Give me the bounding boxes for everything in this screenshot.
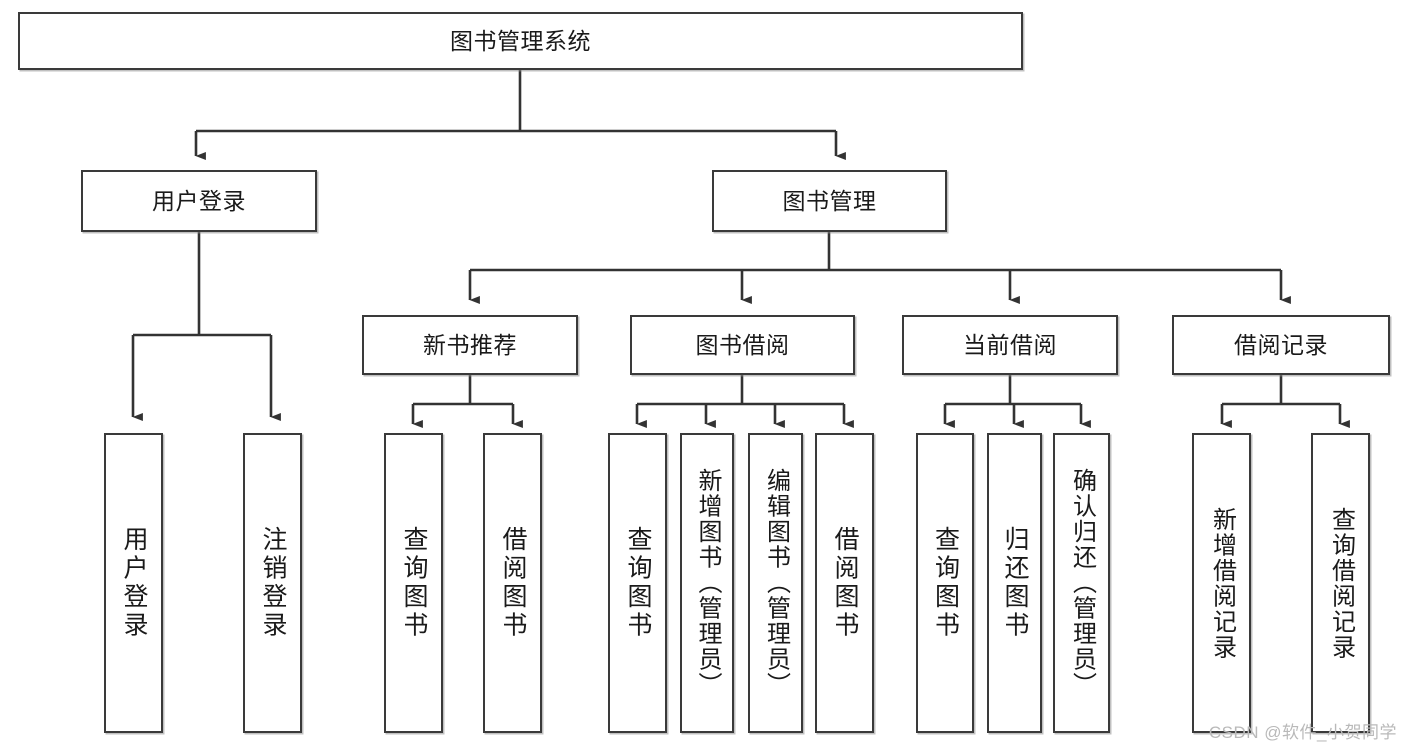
leaf-record-add-label: 新增借阅记录: [1208, 506, 1236, 660]
leaf-current-return-book-label: 归还图书: [1001, 526, 1029, 640]
leaf-borrow-query-book-label: 查询图书: [624, 526, 652, 640]
node-book-management[interactable]: 图书管理: [712, 170, 947, 232]
leaf-recommend-query-book-label: 查询图书: [400, 526, 428, 640]
leaf-borrow-edit-book[interactable]: 编辑图书（管理员）: [748, 433, 803, 733]
node-new-book-recommend-label: 新书推荐: [423, 331, 517, 358]
node-borrow-record[interactable]: 借阅记录: [1172, 315, 1390, 375]
leaf-recommend-query-book[interactable]: 查询图书: [384, 433, 443, 733]
leaf-borrow-borrow-book-label: 借阅图书: [831, 526, 859, 640]
node-book-borrow-label: 图书借阅: [695, 331, 790, 358]
leaf-current-query-book-label: 查询图书: [931, 526, 960, 640]
node-book-borrow[interactable]: 图书借阅: [630, 315, 855, 375]
leaf-borrow-add-book-label: 新增图书（管理员）: [694, 468, 721, 698]
leaf-logout[interactable]: 注销登录: [243, 433, 302, 733]
node-book-management-label: 图书管理: [782, 187, 877, 214]
leaf-recommend-borrow-book-label: 借阅图书: [499, 526, 527, 640]
node-root-system-label: 图书管理系统: [450, 27, 591, 54]
node-user-login[interactable]: 用户登录: [81, 170, 317, 232]
leaf-borrow-add-book[interactable]: 新增图书（管理员）: [680, 433, 734, 733]
leaf-borrow-borrow-book[interactable]: 借阅图书: [815, 433, 874, 733]
node-root-system[interactable]: 图书管理系统: [18, 12, 1023, 70]
leaf-record-add[interactable]: 新增借阅记录: [1192, 433, 1251, 733]
leaf-borrow-edit-book-label: 编辑图书（管理员）: [762, 468, 790, 698]
node-current-borrow[interactable]: 当前借阅: [902, 315, 1118, 375]
leaf-user-login[interactable]: 用户登录: [104, 433, 163, 733]
leaf-borrow-query-book[interactable]: 查询图书: [608, 433, 667, 733]
node-user-login-label: 用户登录: [152, 187, 246, 214]
leaf-record-query[interactable]: 查询借阅记录: [1311, 433, 1370, 733]
leaf-record-query-label: 查询借阅记录: [1327, 506, 1355, 660]
leaf-current-return-book[interactable]: 归还图书: [987, 433, 1042, 733]
node-new-book-recommend[interactable]: 新书推荐: [362, 315, 578, 375]
leaf-user-login-label: 用户登录: [120, 526, 148, 640]
node-current-borrow-label: 当前借阅: [963, 331, 1057, 358]
leaf-current-confirm-return[interactable]: 确认归还（管理员）: [1053, 433, 1110, 733]
leaf-current-confirm-return-label: 确认归还（管理员）: [1068, 468, 1096, 698]
node-borrow-record-label: 借阅记录: [1234, 331, 1328, 358]
leaf-logout-label: 注销登录: [259, 526, 287, 640]
leaf-current-query-book[interactable]: 查询图书: [916, 433, 974, 733]
leaf-recommend-borrow-book[interactable]: 借阅图书: [483, 433, 542, 733]
